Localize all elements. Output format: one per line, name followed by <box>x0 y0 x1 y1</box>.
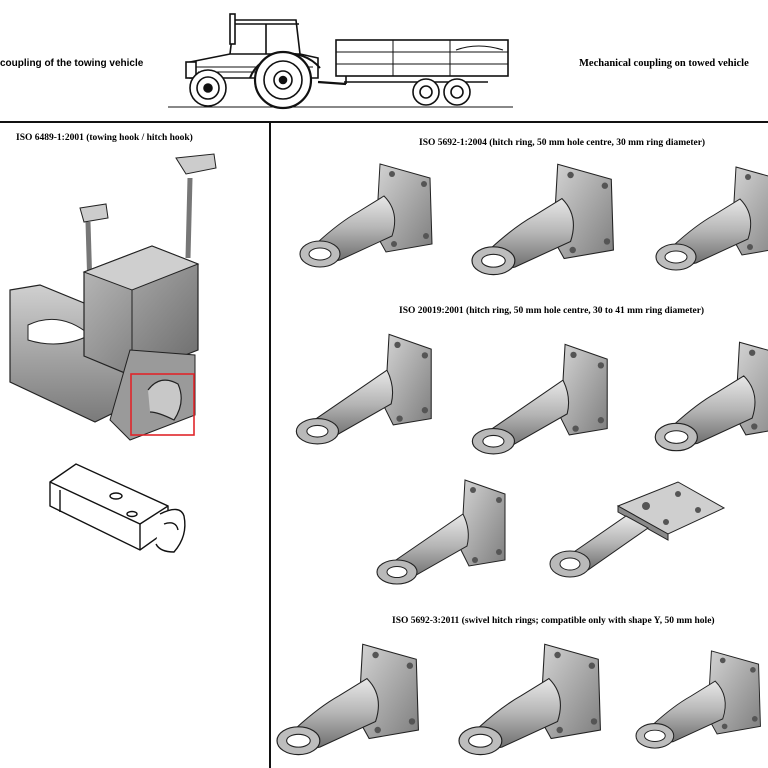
swivel-hitch-ring-2 <box>458 643 602 756</box>
swivel-hitch-ring-1 <box>276 643 420 756</box>
towing-hook-outline-icon <box>49 463 186 553</box>
tractor-with-trailer-icon <box>168 13 513 110</box>
highlight-box <box>130 373 195 436</box>
drawbar-eye-3 <box>654 341 768 452</box>
hitch-ring-1 <box>299 163 433 268</box>
drawbar-eye-2 <box>471 343 608 455</box>
iso-5692-1-title: ISO 5692-1:2004 (hitch ring, 50 mm hole … <box>419 138 706 148</box>
hitch-ring-2 <box>471 163 615 276</box>
towing-vehicle-coupling-label: coupling of the towing vehicle <box>0 58 144 69</box>
swivel-hitch-ring-3 <box>635 650 761 749</box>
drawbar-eye-4 <box>376 479 506 585</box>
towed-vehicle-coupling-label: Mechanical coupling on towed vehicle <box>579 58 749 69</box>
iso-20019-title: ISO 20019:2001 (hitch ring, 50 mm hole c… <box>399 306 705 316</box>
iso-5692-3-title: ISO 5692-3:2011 (swivel hitch rings; com… <box>392 616 715 626</box>
header-divider <box>0 121 768 123</box>
hitch-ring-3 <box>655 166 768 271</box>
left-panel-title: ISO 6489-1:2001 (towing hook / hitch hoo… <box>16 133 193 143</box>
panel-divider <box>269 122 271 768</box>
drawbar-eye-flat-plate <box>549 481 726 578</box>
drawbar-eye-1 <box>295 333 432 445</box>
tractor-hitch-assembly-icon <box>9 153 217 441</box>
